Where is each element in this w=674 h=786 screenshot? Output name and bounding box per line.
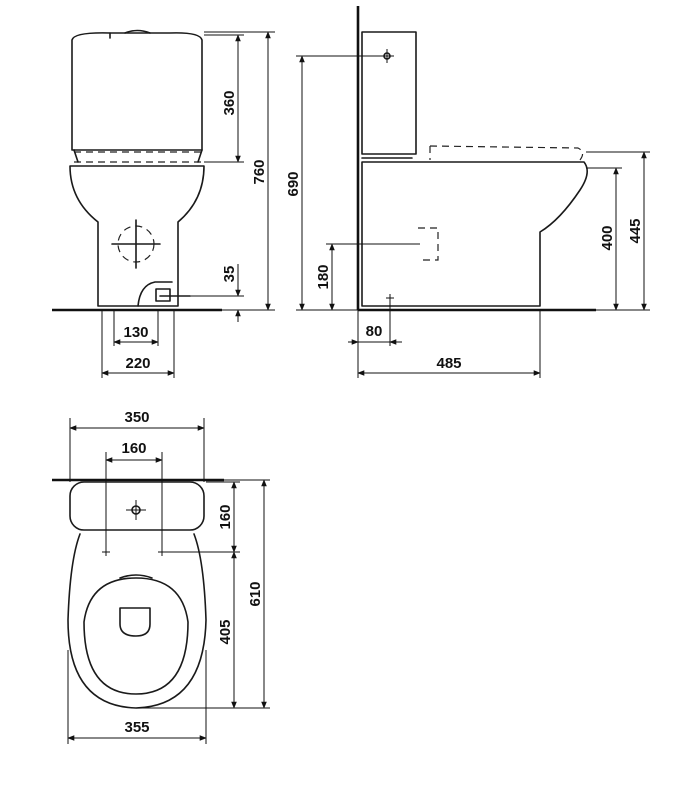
dim-label-160-width: 160: [121, 440, 146, 457]
side-seat-outline: [429, 145, 584, 161]
dim-label-405: 405: [217, 619, 234, 644]
dim-label-400: 400: [599, 225, 616, 250]
front-view: 360 760 35 130 220: [52, 29, 275, 378]
dim-label-130: 130: [123, 324, 148, 341]
front-water-inlet: [137, 281, 191, 307]
dim-label-690: 690: [285, 171, 302, 196]
top-tank-button-symbol: [126, 500, 146, 520]
top-view: 350 160 160 610 405 355: [52, 409, 270, 744]
front-drain-symbol: [111, 219, 161, 269]
top-fixing-right: [158, 548, 166, 556]
front-bowl: [69, 165, 205, 307]
dim-label-760: 760: [251, 159, 268, 184]
dim-label-80: 80: [366, 323, 383, 340]
front-tank-button: [124, 29, 151, 34]
front-tank: [71, 32, 203, 151]
dim-label-445: 445: [627, 218, 644, 243]
side-fixing-symbol: [386, 294, 394, 302]
dim-label-360: 360: [221, 90, 238, 115]
top-seat-ring: [83, 577, 189, 695]
side-bowl: [361, 161, 588, 307]
top-fixing-left: [102, 548, 110, 556]
side-inlet-dashed: [418, 227, 439, 261]
dim-label-35: 35: [221, 266, 238, 283]
dim-label-180: 180: [315, 264, 332, 289]
side-tank-inlet-symbol: [380, 49, 394, 63]
dim-label-220: 220: [125, 355, 150, 372]
top-bowl-outline: [67, 533, 207, 709]
dim-label-350: 350: [124, 409, 149, 426]
side-tank: [361, 31, 417, 155]
dim-label-610: 610: [247, 581, 264, 606]
dim-label-485: 485: [436, 355, 461, 372]
side-view: 690 180 80 485 400 445: [285, 6, 650, 378]
top-tank: [69, 481, 205, 531]
dim-label-355: 355: [124, 719, 149, 736]
dim-label-160-depth: 160: [217, 504, 234, 529]
top-drain-opening: [119, 607, 151, 637]
